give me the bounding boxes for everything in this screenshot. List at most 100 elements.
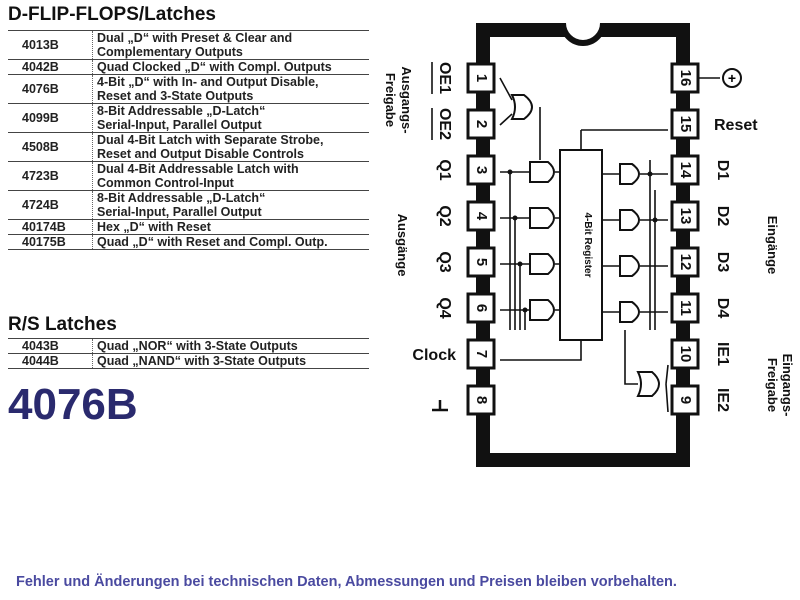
description-line: Quad „NAND“ with 3-State Outputs <box>97 354 307 368</box>
chip-notch <box>560 22 606 46</box>
part-description: 4-Bit „D“ with In- and Output Disable,Re… <box>93 75 370 104</box>
part-code: 40174B <box>8 219 93 235</box>
table-row: 4044B Quad „NAND“ with 3-State Outputs <box>8 353 370 369</box>
pin-number: 11 <box>677 300 694 316</box>
part-description: Hex „D“ with Reset <box>93 220 370 235</box>
output-enable-label-1: Ausgangs- <box>399 66 414 133</box>
pin-8 <box>466 384 496 416</box>
description-line: Reset and Output Disable Controls <box>97 147 304 161</box>
vdd-symbol: + <box>728 70 736 86</box>
out-buffer-4 <box>529 299 555 321</box>
pin-number: 1 <box>473 74 490 82</box>
description-line: Dual „D“ with Preset & Clear and <box>97 31 293 45</box>
pin-label-q2: Q2 <box>436 205 453 226</box>
internal-gates <box>510 94 660 397</box>
pin-label-q4: Q4 <box>436 297 453 318</box>
description-line: Serial-Input, Parallel Output <box>97 205 262 219</box>
out-buffer-2 <box>529 207 555 229</box>
disclaimer-footer: Fehler und Änderungen bei technischen Da… <box>16 574 677 590</box>
part-code: 4724B <box>8 190 93 220</box>
outputs-label: Ausgänge <box>395 214 410 277</box>
part-code: 4099B <box>8 103 93 133</box>
part-code: 4044B <box>8 353 93 369</box>
pin-number: 14 <box>677 162 694 179</box>
table-row: 40175B Quad „D“ with Reset and Compl. Out… <box>8 234 370 250</box>
pin-label-d1: D1 <box>714 160 731 181</box>
pin-9 <box>670 384 700 416</box>
junction-dots <box>507 169 658 313</box>
part-code: 40175B <box>8 234 93 250</box>
pin-14 <box>670 154 700 186</box>
pin-label-d2: D2 <box>714 206 731 227</box>
part-number: 4076B <box>8 380 138 429</box>
pin-number: 6 <box>473 304 490 312</box>
pin-number: 5 <box>473 258 490 266</box>
description-line: Common Control-Input <box>97 176 234 190</box>
input-enable-label-1: Eingangs- <box>780 354 795 417</box>
pin-number: 4 <box>473 212 490 221</box>
part-description: Quad „NOR“ with 3-State Outputs <box>93 339 370 354</box>
vdd-icon <box>722 68 742 88</box>
pin-number: 9 <box>677 396 694 404</box>
pin-number: 12 <box>677 254 694 271</box>
description-line: Quad Clocked „D“ with Compl. Outputs <box>97 60 332 74</box>
pin-4 <box>466 200 496 232</box>
part-code: 4508B <box>8 132 93 162</box>
part-description: 8-Bit Addressable „D-Latch“Serial-Input,… <box>93 191 370 220</box>
description-line: 8-Bit Addressable „D-Latch“ <box>97 104 266 118</box>
part-description: 8-Bit Addressable „D-Latch“Serial-Input,… <box>93 104 370 133</box>
inputs-label: Eingänge <box>765 216 780 275</box>
section-title-rs: R/S Latches <box>8 314 117 335</box>
oe-nor-gate <box>510 94 533 120</box>
pin-3 <box>466 154 496 186</box>
pin-label-q3: Q3 <box>436 251 453 272</box>
pin-15 <box>670 108 700 140</box>
pin-label-ie1: IE1 <box>714 342 731 366</box>
part-code: 4043B <box>8 338 93 354</box>
ground-icon <box>432 400 448 412</box>
in-gate-3 <box>619 255 640 277</box>
part-description: Quad „NAND“ with 3-State Outputs <box>93 354 370 369</box>
pin-label-clock: Clock <box>412 347 456 364</box>
pin-label-q1: Q1 <box>436 159 453 180</box>
description-line: 8-Bit Addressable „D-Latch“ <box>97 191 266 205</box>
pin-label-d3: D3 <box>714 252 731 273</box>
out-buffer-1 <box>529 161 555 183</box>
part-code: 4076B <box>8 74 93 104</box>
pin-5 <box>466 246 496 278</box>
description-line: Dual 4-Bit Addressable Latch with <box>97 162 299 176</box>
register-block <box>559 149 603 341</box>
in-gate-1 <box>619 163 640 185</box>
in-gate-2 <box>619 209 640 231</box>
pin-label-d4: D4 <box>714 298 731 319</box>
pin-number: 2 <box>473 120 490 128</box>
part-code: 4723B <box>8 161 93 191</box>
section-title-dff: D-FLIP-FLOPS/Latches <box>8 4 216 25</box>
ie-nor-gate <box>636 371 660 397</box>
pin-1 <box>466 62 496 94</box>
description-line: Quad „D“ with Reset and Compl. Outp. <box>97 235 328 249</box>
part-description: Dual 4-Bit Latch with Separate Strobe,Re… <box>93 133 370 162</box>
pin-number: 15 <box>677 116 694 133</box>
part-description: Quad „D“ with Reset and Compl. Outp. <box>93 235 370 250</box>
pin-number: 10 <box>677 346 694 363</box>
description-line: Serial-Input, Parallel Output <box>97 118 262 132</box>
pin-number: 16 <box>677 70 694 87</box>
pin-label-ie2: IE2 <box>714 388 731 412</box>
description-line: Reset and 3-State Outputs <box>97 89 254 103</box>
